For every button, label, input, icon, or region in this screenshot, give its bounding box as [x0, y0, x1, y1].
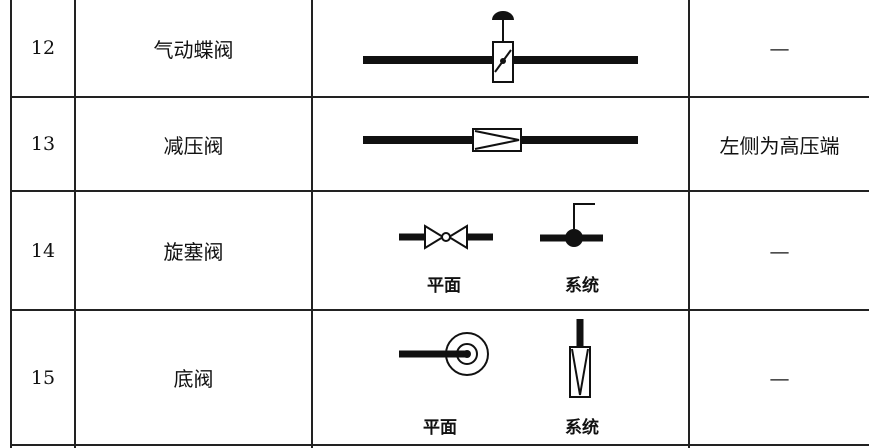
remark: — [769, 36, 790, 60]
remark: — [769, 365, 790, 390]
column-divider [311, 0, 313, 448]
remark: — [769, 238, 790, 263]
column-divider [74, 0, 76, 448]
valve-name: 旋塞阀 [163, 240, 224, 264]
row-number: 14 [30, 239, 56, 262]
pneumatic-butterfly-valve-symbol [363, 11, 638, 83]
plan-label: 平面 [423, 417, 457, 438]
foot-valve-plan-symbol [399, 332, 489, 376]
foot-valve-system-symbol [569, 319, 591, 398]
plug-valve-system-symbol [540, 203, 603, 247]
row-number: 12 [30, 37, 56, 59]
column-divider [10, 0, 12, 448]
row-number: 13 [30, 133, 56, 155]
pressure-reducing-valve-symbol [363, 128, 638, 152]
row-divider [10, 309, 869, 311]
system-label: 系统 [565, 417, 599, 438]
system-label: 系统 [565, 275, 599, 296]
valve-name: 底阀 [173, 367, 214, 391]
row-divider [10, 96, 869, 98]
row-divider [10, 444, 869, 446]
valve-name: 减压阀 [163, 133, 224, 158]
plan-label: 平面 [427, 275, 461, 296]
plug-valve-plan-symbol [399, 224, 493, 250]
row-number: 15 [30, 366, 56, 389]
valve-name: 气动蝶阀 [153, 37, 234, 62]
remark: 左侧为高压端 [719, 133, 840, 158]
column-divider [688, 0, 690, 448]
row-divider [10, 190, 869, 192]
